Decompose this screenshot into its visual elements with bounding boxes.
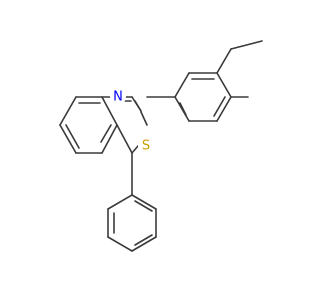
bond-s-c4 (131, 145, 139, 154)
bond-methyl (230, 40, 263, 50)
bond-tol-3 (216, 72, 232, 98)
bond-ph-6 (131, 194, 157, 210)
bond-tol-4 (216, 96, 232, 122)
bond-tol-6 (174, 96, 190, 122)
bond-tol-inner-3 (179, 102, 187, 116)
bond-c4a-c8a (101, 96, 118, 126)
structure-canvas: N S (59, 40, 263, 252)
bond-tol-1 (174, 72, 190, 98)
bond-tol-inner-2 (213, 96, 226, 117)
nitrogen-label: N (113, 90, 123, 105)
bond-inner-c7-c6 (65, 124, 80, 149)
bond-tol-c4-me (216, 48, 232, 74)
bond-ph-inner-3 (134, 200, 153, 212)
bond-ph-3 (107, 236, 133, 252)
bond-inner-c5-c4a (100, 124, 112, 143)
bond-c4-c4a (116, 124, 133, 154)
bond-c8-c7 (59, 96, 77, 126)
bond-ph-4 (131, 236, 157, 252)
bond-ph-1 (107, 194, 133, 210)
bond-ph-inner-2 (134, 234, 153, 246)
nitrogen-atom: N (110, 89, 126, 105)
molecule-diagram: N S (59, 40, 263, 252)
bond-c2-c2c (134, 100, 142, 112)
bond-c5-c4a (101, 124, 118, 154)
bond-c7-c6 (59, 124, 77, 154)
sulfur-atom: S (138, 138, 154, 154)
bond-c2-s (140, 111, 148, 126)
sulfur-label: S (142, 139, 150, 154)
bond-layer (59, 40, 263, 252)
